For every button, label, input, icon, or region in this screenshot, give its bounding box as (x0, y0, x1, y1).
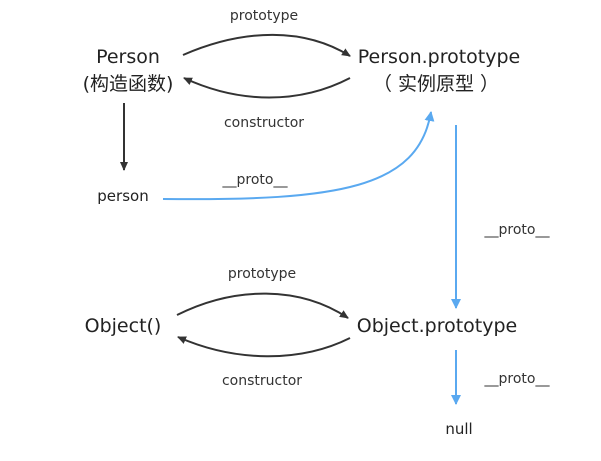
node-object-prototype: Object.prototype (356, 315, 518, 337)
node-person-prototype-subtitle: （ 实例原型 ） (372, 73, 500, 95)
node-person-constructor-subtitle: (构造函数) (82, 73, 174, 95)
edge-label-proto-chain-1: __proto__ (484, 222, 550, 238)
edge-object-prototype (176, 292, 349, 319)
edge-label-object-prototype: prototype (227, 266, 297, 282)
node-person-instance: person (97, 187, 149, 205)
edge-object-constructor (177, 336, 351, 358)
node-person-prototype: Person.prototype (357, 46, 521, 68)
edge-instance-proto (162, 111, 435, 201)
node-person-constructor-name: Person (96, 46, 160, 68)
edge-person-prototype (182, 33, 351, 57)
node-null: null (445, 420, 473, 438)
edge-label-person-prototype: prototype (229, 8, 299, 24)
edge-person-constructor (183, 77, 351, 99)
edge-label-person-constructor: constructor (223, 115, 305, 131)
edge-label-object-constructor: constructor (221, 373, 303, 389)
node-person-constructor: Person (96, 48, 160, 67)
edge-label-proto-chain-2: __proto__ (484, 371, 550, 387)
edge-label-instance-proto: __proto__ (222, 172, 288, 188)
node-object-constructor: Object() (84, 315, 162, 337)
